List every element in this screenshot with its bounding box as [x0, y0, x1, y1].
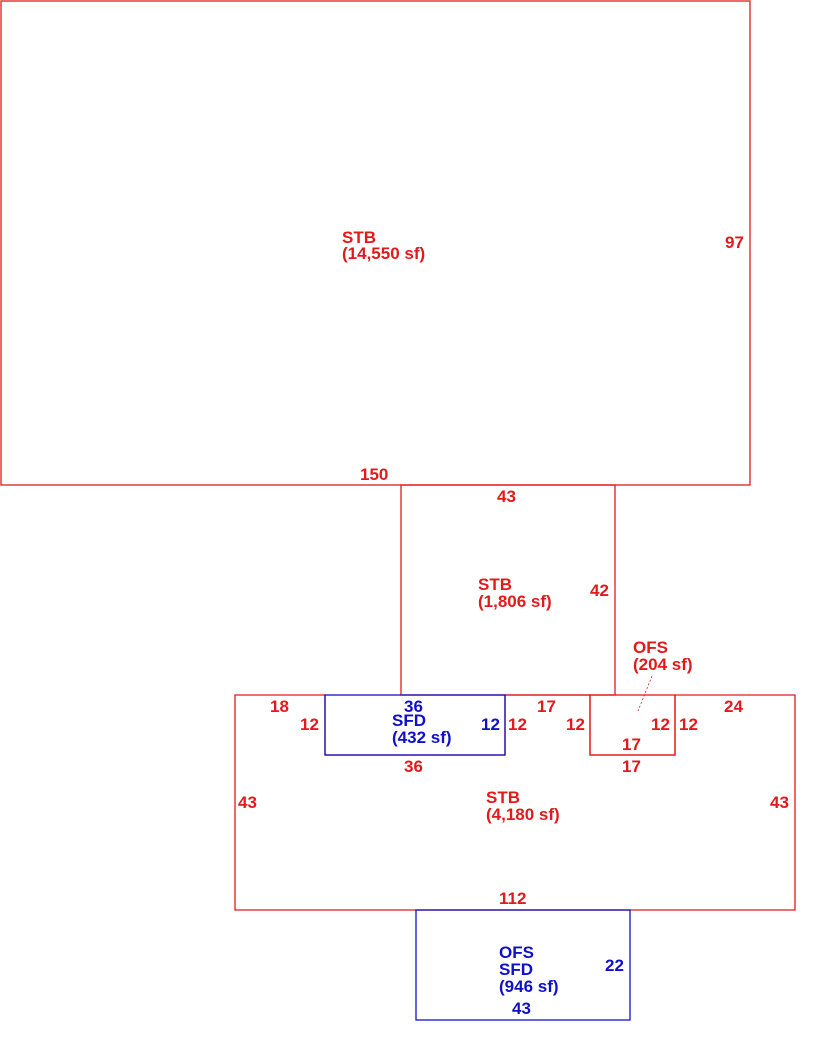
dim-sfd-right: 12 — [481, 715, 500, 734]
dim-lower-right: 43 — [770, 793, 789, 812]
bottom-annex-area: (946 sf) — [499, 977, 559, 996]
dim-main-right: 97 — [725, 233, 744, 252]
dim-ofs-right-outer: 12 — [679, 715, 698, 734]
bottom-annex-outline — [415, 909, 631, 1021]
dim-sfd-outer-right: 12 — [508, 715, 527, 734]
dim-lower-top-left: 18 — [270, 697, 289, 716]
ofs-notch-area: (204 sf) — [633, 655, 693, 674]
dim-main-bottom: 150 — [360, 465, 388, 484]
ofs-leader-line — [637, 675, 653, 712]
stb-main-area: (14,550 sf) — [342, 244, 425, 263]
bottom-annex-code2: SFD — [499, 960, 533, 979]
stb-main-code: STB — [342, 228, 376, 247]
stb-connector-code: STB — [478, 575, 512, 594]
dim-ofs-bottom-outer: 17 — [622, 757, 641, 776]
ofs-notch-outline — [589, 694, 676, 756]
dim-ofs-right-inner: 12 — [651, 715, 670, 734]
dim-sfd-bottom: 36 — [404, 757, 423, 776]
stb-main-outline — [0, 0, 751, 486]
dim-lower-left: 43 — [238, 793, 257, 812]
dim-lower-top-right: 24 — [724, 697, 743, 716]
dim-sfd-top: 36 — [404, 697, 423, 716]
stb-connector-area: (1,806 sf) — [478, 592, 552, 611]
stb-lower-code: STB — [486, 788, 520, 807]
dim-lower-left-step: 12 — [300, 715, 319, 734]
sfd-notch-area: (432 sf) — [392, 728, 452, 747]
dim-connector-right: 42 — [590, 581, 609, 600]
dim-annex-right: 22 — [605, 956, 624, 975]
dim-annex-bottom: 43 — [512, 999, 531, 1018]
stb-lower-area: (4,180 sf) — [486, 805, 560, 824]
dim-connector-top: 43 — [497, 487, 516, 506]
dim-mid-top: 17 — [537, 697, 556, 716]
dim-lower-bottom: 112 — [499, 889, 526, 908]
ofs-notch-code: OFS — [633, 638, 668, 657]
sfd-notch-code: SFD — [392, 711, 426, 730]
sfd-notch-outline — [324, 694, 506, 756]
dim-ofs-left-outer: 12 — [566, 715, 585, 734]
dim-ofs-bottom-inner: 17 — [622, 735, 641, 754]
bottom-annex-code: OFS — [499, 943, 534, 962]
